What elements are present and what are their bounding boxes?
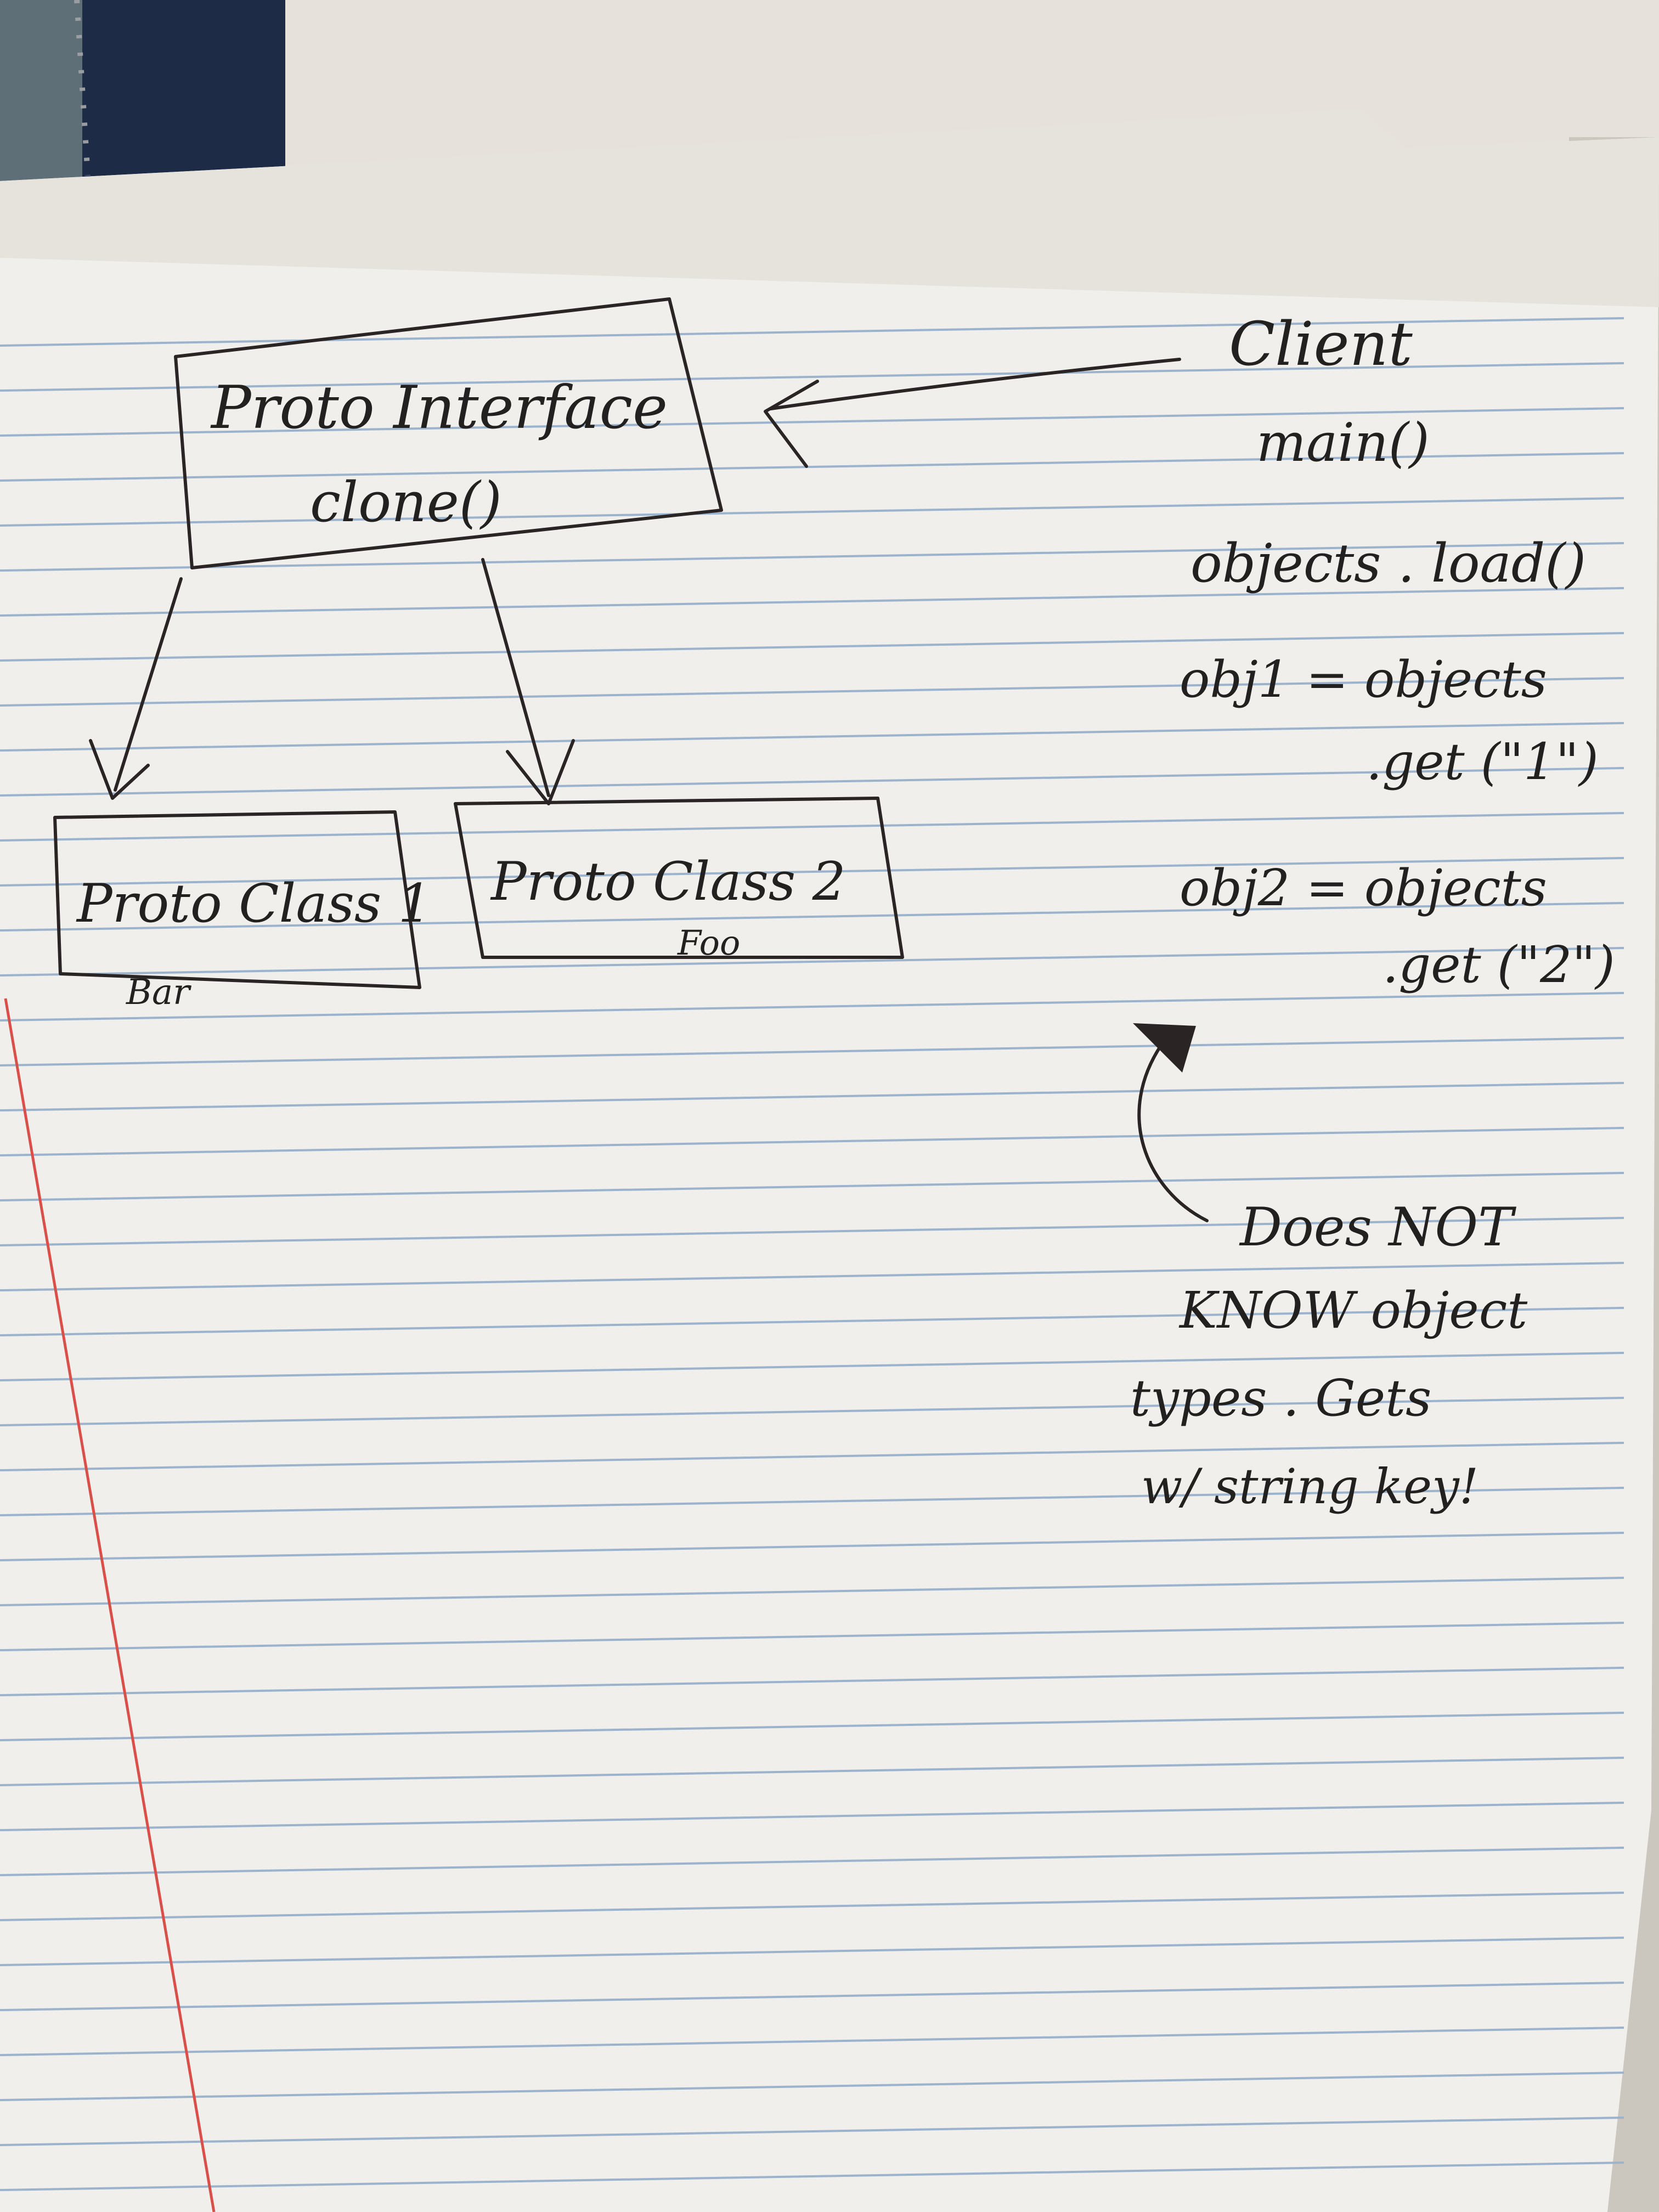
margin-line xyxy=(4,998,216,2212)
ruled-line xyxy=(0,1847,1624,1876)
proto-interface-name: Proto Interface xyxy=(210,374,668,442)
proto-class1-box: Proto Class 1 Bar xyxy=(53,810,432,1013)
client-line-1: main() xyxy=(1256,412,1430,473)
client-title: Client xyxy=(1229,309,1413,379)
ruled-line xyxy=(0,587,1624,617)
client-line-2: objects . load() xyxy=(1190,533,1586,594)
ruled-line xyxy=(0,1217,1624,1246)
ruled-line xyxy=(0,2027,1624,2056)
paper-sheet xyxy=(0,110,1659,2212)
ruled-line xyxy=(0,1937,1624,1966)
ruled-line xyxy=(0,362,1624,392)
client-line-6: .get ("2") xyxy=(1383,935,1615,994)
ruled-line xyxy=(0,542,1624,572)
ruled-line xyxy=(0,2162,1624,2191)
ruled-line xyxy=(0,452,1624,482)
ruled-line xyxy=(0,632,1624,662)
ruled-line xyxy=(0,1487,1624,1516)
note-line-1: Does NOT xyxy=(1239,1197,1516,1258)
ruled-line xyxy=(0,1802,1624,1831)
ruled-line xyxy=(0,1982,1624,2011)
client-line-4: .get ("1") xyxy=(1366,732,1599,791)
proto-class2-name: Proto Class 2 xyxy=(490,851,846,912)
proto-class1-subtitle: Bar xyxy=(126,972,191,1013)
ruled-line xyxy=(0,407,1624,437)
ruled-lines xyxy=(0,317,1624,2191)
ruled-line xyxy=(0,497,1624,527)
ruled-line xyxy=(0,1667,1624,1696)
ruled-line xyxy=(0,812,1624,842)
ruled-line xyxy=(0,1172,1624,1201)
ruled-line xyxy=(0,767,1624,797)
ruled-line xyxy=(0,947,1624,977)
proto-class2-subtitle: Foo xyxy=(677,923,740,963)
paper-fold-shadow xyxy=(0,110,1659,307)
ruled-line xyxy=(0,1397,1624,1426)
ruled-line xyxy=(0,1262,1624,1291)
client-line-3: obj1 = objects xyxy=(1180,650,1547,709)
note-line-3: types . Gets xyxy=(1130,1369,1431,1427)
ruled-line xyxy=(0,1712,1624,1741)
window-light xyxy=(0,0,82,181)
window-bead-chain xyxy=(74,0,91,176)
ruled-line xyxy=(0,317,1624,347)
ruled-line xyxy=(0,902,1624,932)
ruled-line xyxy=(0,1307,1624,1336)
ruled-line xyxy=(0,722,1624,752)
ruled-line xyxy=(0,1037,1624,1066)
ruled-line xyxy=(0,1442,1624,1471)
ruled-line xyxy=(0,1127,1624,1156)
ruled-line xyxy=(0,1892,1624,1921)
ruled-line xyxy=(0,677,1624,707)
interface-to-class1-arrow xyxy=(89,577,183,800)
proto-interface-box: Proto Interface clone() xyxy=(174,297,723,569)
note-arrow xyxy=(1133,1023,1209,1222)
proto-class2-box: Proto Class 2 Foo xyxy=(454,797,904,963)
note-text: Does NOT KNOW object types . Gets w/ str… xyxy=(1130,1197,1528,1515)
ruled-line xyxy=(0,992,1624,1022)
proto-class1-name: Proto Class 1 xyxy=(76,873,432,934)
ruled-line xyxy=(0,2072,1624,2101)
ruled-line xyxy=(0,1082,1624,1111)
ruled-line xyxy=(0,1532,1624,1561)
ruled-line xyxy=(0,1352,1624,1381)
client-notes: Client main() objects . load() obj1 = ob… xyxy=(1180,309,1615,994)
client-to-interface-arrow xyxy=(764,358,1181,468)
note-line-2: KNOW object xyxy=(1178,1281,1528,1340)
note-line-4: w/ string key! xyxy=(1141,1458,1479,1515)
client-line-5: obj2 = objects xyxy=(1180,859,1547,917)
proto-interface-method: clone() xyxy=(310,470,502,534)
ruled-line xyxy=(0,1577,1624,1606)
ruled-line xyxy=(0,857,1624,887)
ruled-line xyxy=(0,1757,1624,1786)
ruled-line xyxy=(0,2117,1624,2146)
ruled-line xyxy=(0,1622,1624,1651)
